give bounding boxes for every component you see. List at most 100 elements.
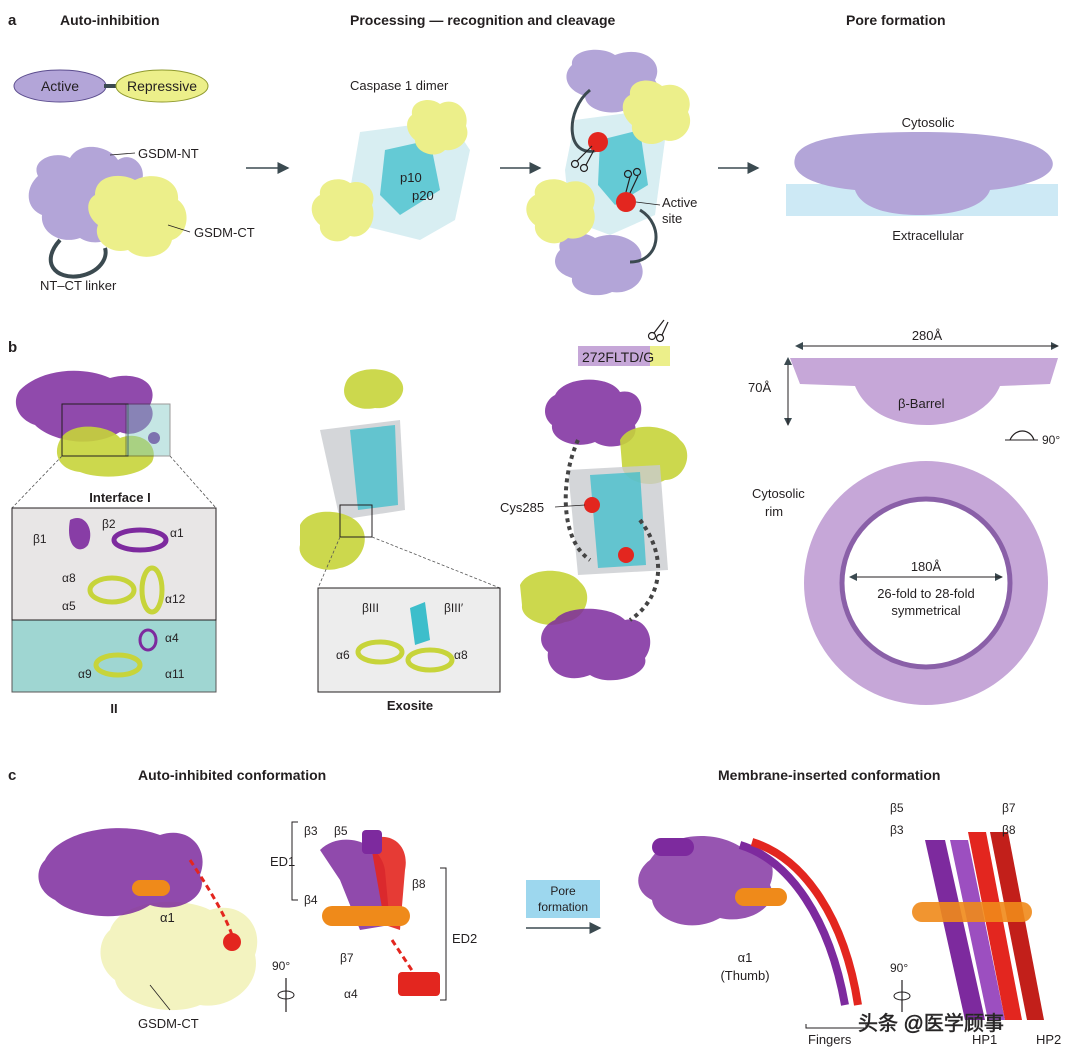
nt-ribbon-bottom (541, 608, 651, 681)
alpha1-label-left: α1 (160, 910, 175, 925)
ct-ribbon-blob (56, 426, 154, 477)
extracellular-label: Extracellular (892, 228, 964, 243)
linker-end-blob (148, 432, 160, 444)
pore-top-view: Cytosolic rim 180Å 26-fold to 28-fold sy… (752, 461, 1048, 705)
interface-i-label: Interface I (89, 490, 150, 505)
exosite-zoom-panel: βIII βIII′ α6 α8 (317, 587, 501, 693)
interface-ii-box (125, 403, 171, 457)
beta-barrel-label: β-Barrel (898, 396, 945, 411)
full-complex-ribbon: 272FLTD/G Cys285 (500, 319, 688, 681)
gsdm-ct-label-c: GSDM-CT (138, 1016, 199, 1031)
gsdm-nt-label: GSDM-NT (138, 146, 199, 161)
red-dashed-linker (188, 859, 234, 936)
cys285-pointer (554, 504, 586, 508)
caspase-cyan-ribbon (350, 425, 398, 510)
interface-label-a9: α9 (78, 667, 92, 681)
strand-label-b7-left: β7 (340, 951, 354, 965)
rotate-icon-left (277, 990, 295, 1000)
caspase-cyan-complex (590, 472, 646, 568)
strand-label-a4-left: α4 (344, 987, 358, 1001)
cys285-site-upper (584, 497, 600, 513)
zoom-line-left (11, 455, 63, 509)
exosite-panel-bg (317, 587, 501, 693)
strand-label-b8-left: β8 (412, 877, 426, 891)
alpha1-thumb-label-2: (Thumb) (720, 968, 769, 983)
interface-ii-label: II (110, 701, 117, 716)
interface-label-a4: α4 (165, 631, 179, 645)
pore-formation-transition: Pore formation (526, 880, 602, 934)
dimension-70-label: 70Å (748, 380, 771, 395)
cleavage-sequence-label: 272FLTD/G (582, 349, 654, 365)
hp1-label: HP1 (972, 1032, 997, 1047)
interface-zoom-panel: β2 β1 α1 α8 α5 α12 α4 α9 α11 (11, 507, 217, 693)
ct-bound-lower-blob (311, 179, 374, 242)
ed1-label: ED1 (270, 854, 295, 869)
p10-label: p10 (400, 170, 422, 185)
dimension-280-label: 280Å (912, 328, 943, 343)
scissors-icon-upper (570, 145, 595, 173)
alpha1-orange-hairpin (912, 902, 1032, 922)
rotation-marker-right: 90° (890, 961, 911, 1012)
scissors-icon-lower (623, 167, 642, 194)
legend-repressive-label: Repressive (127, 78, 197, 94)
zoom-line-right (169, 455, 217, 509)
domain-legend: Active Repressive (13, 69, 209, 103)
membrane-inserted-nt-structure: α1 (Thumb) Fingers (638, 836, 867, 1047)
nt-ct-linker-label: NT–CT linker (40, 278, 117, 293)
exosite-zoom-line-left (317, 536, 341, 589)
rotate-90-label-b: 90° (1042, 433, 1060, 447)
scissors-icon-sequence (647, 319, 669, 343)
gsdm-full-length-structure: GSDM-NT GSDM-CT NT–CT linker (28, 146, 255, 293)
interface-label-a8: α8 (62, 571, 76, 585)
alpha1-orange-helix (132, 880, 170, 896)
strand-label-b5-left: β5 (334, 824, 348, 838)
exosite-box (339, 504, 373, 538)
hp2-strand-a (968, 832, 1022, 1020)
pore-surface-structure: Cytosolic Extracellular (786, 115, 1058, 243)
cys285-label: Cys285 (500, 500, 544, 515)
hp1-strand-a (925, 840, 985, 1020)
auto-inhibited-nt-structure: α1 GSDM-CT (38, 828, 258, 1031)
exosite-label-a8: α8 (454, 648, 468, 662)
strand-label-b3-left: β3 (304, 824, 318, 838)
caspase-center-core (598, 130, 648, 205)
interface-label-a11: α11 (165, 667, 185, 681)
symmetry-label-2: symmetrical (891, 603, 960, 618)
caspase-core-blob (380, 140, 440, 215)
nt-ribbon-top (544, 379, 642, 447)
alpha1-thumb-label-1: α1 (738, 950, 753, 965)
dimension-180-label: 180Å (911, 559, 942, 574)
active-site-pointer (635, 201, 661, 206)
rotate-90-label-right: 90° (890, 961, 908, 975)
pore-ring-inner (839, 496, 1013, 670)
interface-i-box (61, 403, 129, 457)
gsdm-nt-pointer (109, 152, 136, 156)
panel-b-letter: b (8, 339, 17, 356)
extension-domain-structure: ED1 ED2 β3 β5 β4 β8 β7 α4 (270, 821, 477, 1001)
pore-formation-label-2: formation (538, 900, 588, 914)
exosite-zoom-line-right (371, 536, 501, 589)
interface-label-a5: α5 (62, 599, 76, 613)
ed1-bracket (291, 821, 298, 901)
fingers-label: Fingers (808, 1032, 852, 1047)
hp2-label: HP2 (1036, 1032, 1061, 1047)
hp2-strand-b (990, 832, 1044, 1020)
strand-label-b4-left: β4 (304, 893, 318, 907)
caspase-dimer-label: Caspase 1 dimer (350, 78, 449, 93)
cytosolic-rim-label-2: rim (765, 504, 783, 519)
panel-a-letter: a (8, 12, 17, 29)
alpha1-orange-ed (322, 906, 410, 926)
pore-side-view: 280Å 70Å β-Barrel 90° (748, 328, 1060, 447)
cytosolic-label: Cytosolic (902, 115, 955, 130)
beta-iii-strand (410, 602, 430, 645)
interface-label-b1: β1 (33, 532, 47, 546)
strand-label-b7-right: β7 (1002, 801, 1016, 815)
ed2-label: ED2 (452, 931, 477, 946)
ed2-dashed-linker (390, 939, 417, 976)
interface-label-a12: α12 (165, 592, 186, 606)
ct-bound-upper-blob (407, 99, 468, 155)
alpha1-thumb-helix (735, 888, 787, 906)
hairpin-structure: β5 β7 β3 β8 HP1 HP2 (890, 801, 1061, 1047)
fingers-red-strand (750, 838, 862, 1006)
